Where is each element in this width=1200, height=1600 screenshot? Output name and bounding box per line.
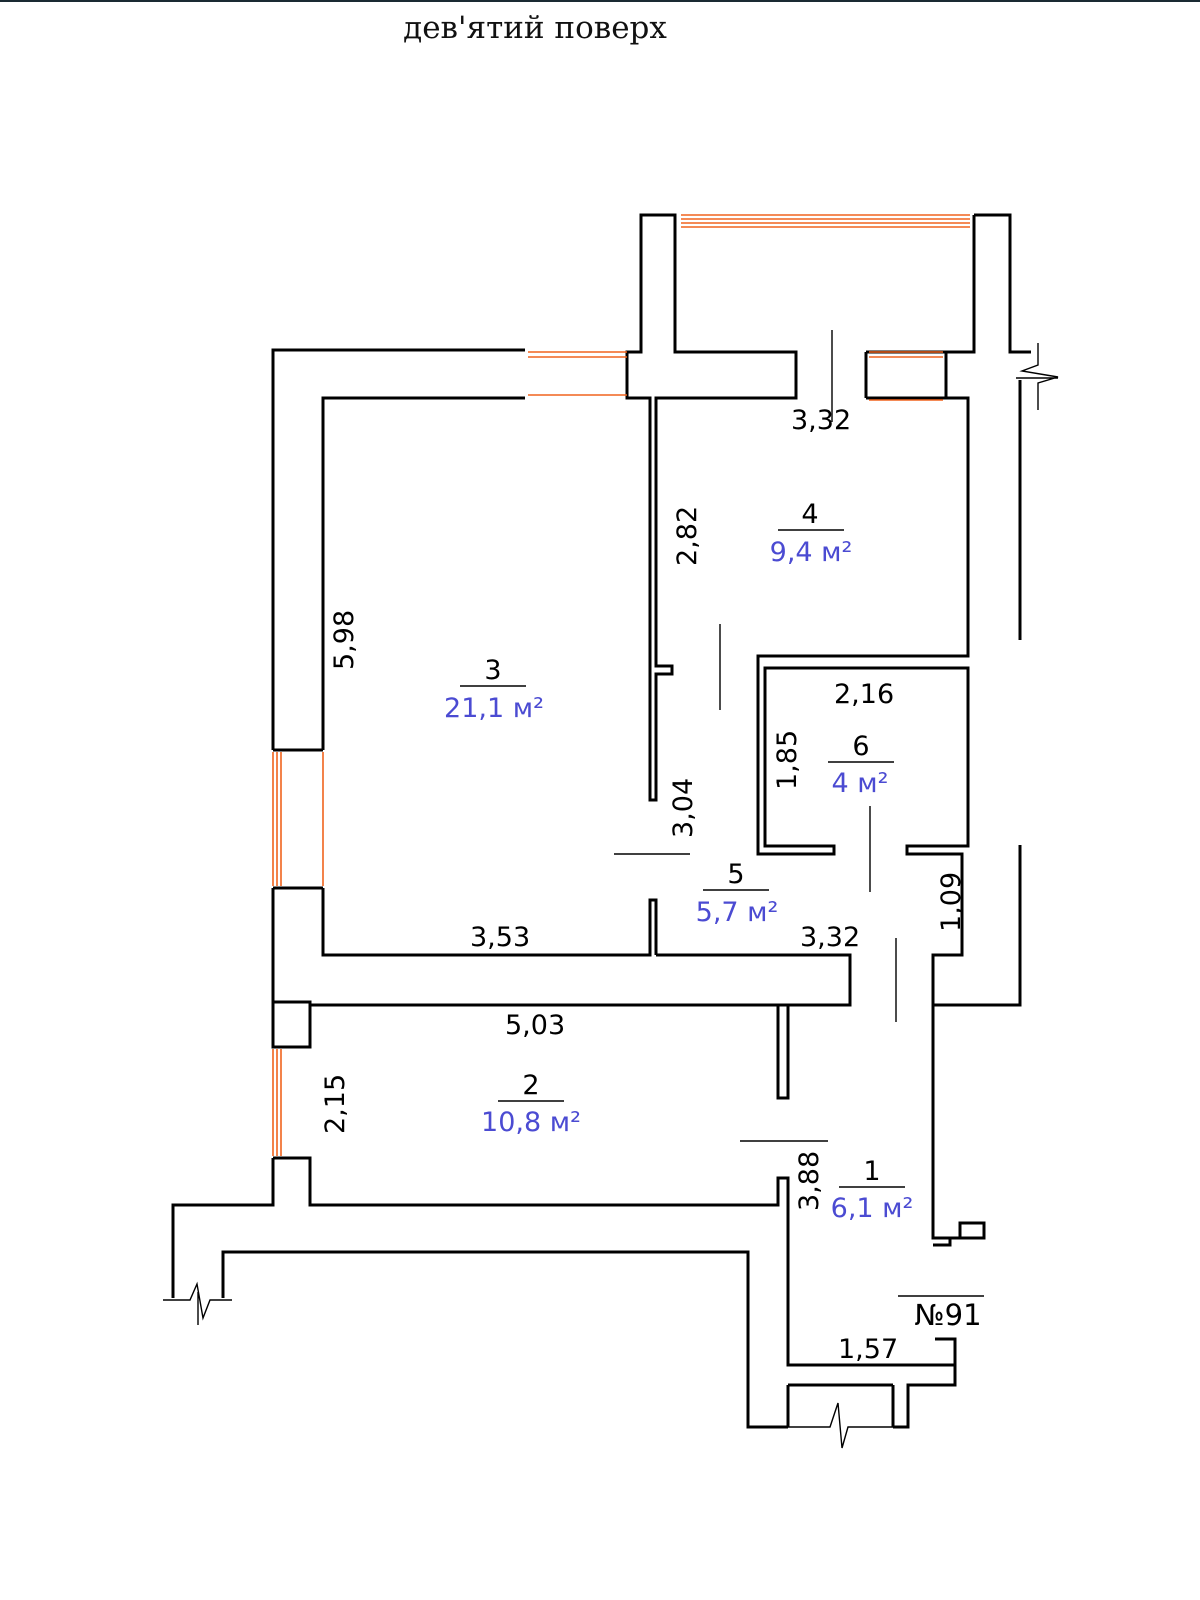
break-symbols: [163, 343, 1059, 1449]
wall-corridor-top: [271, 953, 852, 1007]
thin-lines: [460, 330, 984, 1297]
window-balcony-top: [681, 214, 970, 228]
window-room4-top: [869, 351, 943, 401]
floor-title: дев'ятий поверх: [403, 10, 667, 46]
dim-3-32-mid: 3,32: [800, 922, 860, 953]
room-1-number: 1: [863, 1156, 880, 1187]
break-symbol-left: [163, 1281, 232, 1325]
window-room3-top: [528, 351, 627, 396]
wall-left-stub: [171, 1158, 957, 1429]
dim-1-09: 1,09: [936, 872, 967, 932]
top-border-line: [0, 0, 1200, 2]
wall-room3-window-jambs: [273, 748, 323, 890]
dim-1-85: 1,85: [772, 730, 803, 790]
wall-balcony-right: [756, 213, 1031, 1247]
walls: [171, 213, 1031, 1429]
dim-1-57: 1,57: [838, 1334, 898, 1365]
room-labels: 4 9,4 м² 3 21,1 м² 6 4 м² 5 5,7 м² 2 10,…: [444, 499, 981, 1332]
dim-2-15: 2,15: [320, 1074, 351, 1134]
wall-window-right-jambs: [864, 350, 946, 400]
wall-room3-outer: [271, 348, 525, 750]
dim-5-03: 5,03: [505, 1010, 565, 1041]
break-symbol-right: [1016, 343, 1059, 410]
dim-5-98: 5,98: [329, 610, 360, 670]
room-4-area: 9,4 м²: [770, 537, 853, 568]
window-room3-left: [272, 752, 324, 886]
dimension-labels: 3,32 2,82 5,98 2,16 1,85 3,04 1,09 3,53 …: [320, 405, 967, 1365]
wall-right-vertical: [933, 380, 1022, 1007]
dim-2-82: 2,82: [672, 506, 703, 566]
dim-3-53: 3,53: [470, 922, 530, 953]
room-1-area: 6,1 м²: [831, 1193, 914, 1224]
room-6-area: 4 м²: [832, 768, 889, 799]
wall-room2: [271, 1002, 790, 1100]
wall-balcony: [625, 213, 798, 802]
dim-2-16: 2,16: [834, 679, 894, 710]
dim-3-88: 3,88: [794, 1151, 825, 1211]
room-4-number: 4: [801, 499, 818, 530]
room-5-number: 5: [727, 859, 744, 890]
unit-number: №91: [914, 1298, 981, 1332]
wall-room3-left-lower: [271, 888, 658, 1002]
room-5-area: 5,7 м²: [696, 897, 779, 928]
break-symbol-bottom: [788, 1402, 893, 1449]
room-2-number: 2: [522, 1070, 539, 1101]
dim-3-32-top: 3,32: [791, 405, 851, 436]
windows: [272, 214, 970, 1156]
dim-3-04: 3,04: [668, 778, 699, 838]
room-3-area: 21,1 м²: [444, 693, 544, 724]
window-room2-left: [272, 1049, 282, 1156]
room-6-number: 6: [852, 731, 869, 762]
room-3-number: 3: [484, 655, 501, 686]
room-2-area: 10,8 м²: [481, 1107, 581, 1138]
wall-entry-box: [786, 1383, 895, 1427]
